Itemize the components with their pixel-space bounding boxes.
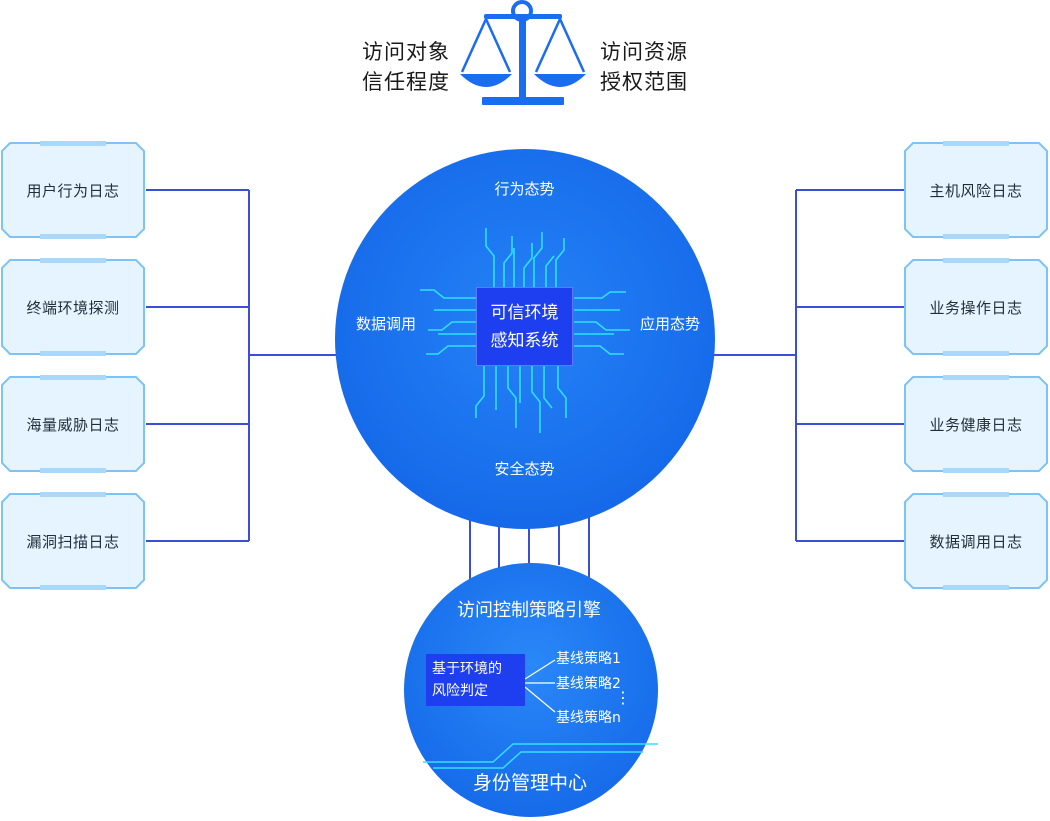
source-box-data-call: 数据调用日志 — [903, 492, 1049, 590]
engine-circle — [404, 563, 658, 817]
source-label: 业务操作日志 — [929, 298, 1023, 317]
box-frame-icon — [904, 258, 1048, 356]
box-frame-icon — [904, 141, 1048, 239]
app-posture-label: 应用态势 — [639, 315, 700, 333]
risk-line-2: 风险判定 — [432, 683, 488, 699]
object-trust-line-2: 信任程度 — [362, 70, 450, 94]
behavior-posture-label: 行为态势 — [494, 180, 555, 198]
source-box-user-behavior: 用户行为日志 — [0, 141, 146, 239]
box-frame-icon — [1, 141, 145, 239]
policy-ellipsis: ⋮ — [615, 688, 631, 707]
object-trust-label: 访问对象 信任程度 — [362, 37, 450, 97]
source-label: 漏洞扫描日志 — [26, 532, 120, 551]
core-line-2: 感知系统 — [490, 330, 559, 351]
security-posture-label: 安全态势 — [494, 460, 555, 478]
resource-scope-label: 访问资源 授权范围 — [600, 37, 688, 97]
policy-n: 基线策略n — [556, 710, 621, 726]
source-label: 业务健康日志 — [929, 415, 1023, 434]
source-box-host-risk: 主机风险日志 — [903, 141, 1049, 239]
source-label: 主机风险日志 — [929, 181, 1023, 200]
policy-1: 基线策略1 — [556, 651, 621, 667]
box-frame-icon — [1, 375, 145, 473]
box-frame-icon — [1, 492, 145, 590]
source-box-biz-health: 业务健康日志 — [903, 375, 1049, 473]
box-frame-icon — [904, 375, 1048, 473]
engine-title: 访问控制策略引擎 — [457, 600, 601, 621]
source-box-vuln-scan: 漏洞扫描日志 — [0, 492, 146, 590]
box-frame-icon — [1, 258, 145, 356]
identity-center-label: 身份管理中心 — [472, 772, 587, 794]
resource-scope-line-1: 访问资源 — [600, 40, 688, 64]
object-trust-line-1: 访问对象 — [362, 40, 450, 64]
source-box-threat-logs: 海量威胁日志 — [0, 375, 146, 473]
branch-lines — [524, 659, 556, 713]
source-label: 用户行为日志 — [26, 181, 120, 200]
circuit-icon — [420, 228, 630, 433]
data-call-label: 数据调用 — [355, 315, 416, 333]
source-label: 终端环境探测 — [26, 298, 120, 317]
policy-2: 基线策略2 — [556, 676, 621, 692]
balance-scale-icon — [460, 0, 586, 105]
source-label: 数据调用日志 — [929, 532, 1023, 551]
box-frame-icon — [904, 492, 1048, 590]
source-box-biz-operation: 业务操作日志 — [903, 258, 1049, 356]
risk-line-1: 基于环境的 — [432, 661, 502, 677]
resource-scope-line-2: 授权范围 — [600, 70, 688, 94]
source-label: 海量威胁日志 — [26, 415, 120, 434]
core-line-1: 可信环境 — [490, 302, 559, 323]
risk-judgement-box: 基于环境的 风险判定 — [426, 654, 525, 706]
source-box-terminal-env: 终端环境探测 — [0, 258, 146, 356]
trusted-env-core: 可信环境 感知系统 — [476, 287, 573, 366]
circuit-trace-icon — [423, 743, 658, 769]
